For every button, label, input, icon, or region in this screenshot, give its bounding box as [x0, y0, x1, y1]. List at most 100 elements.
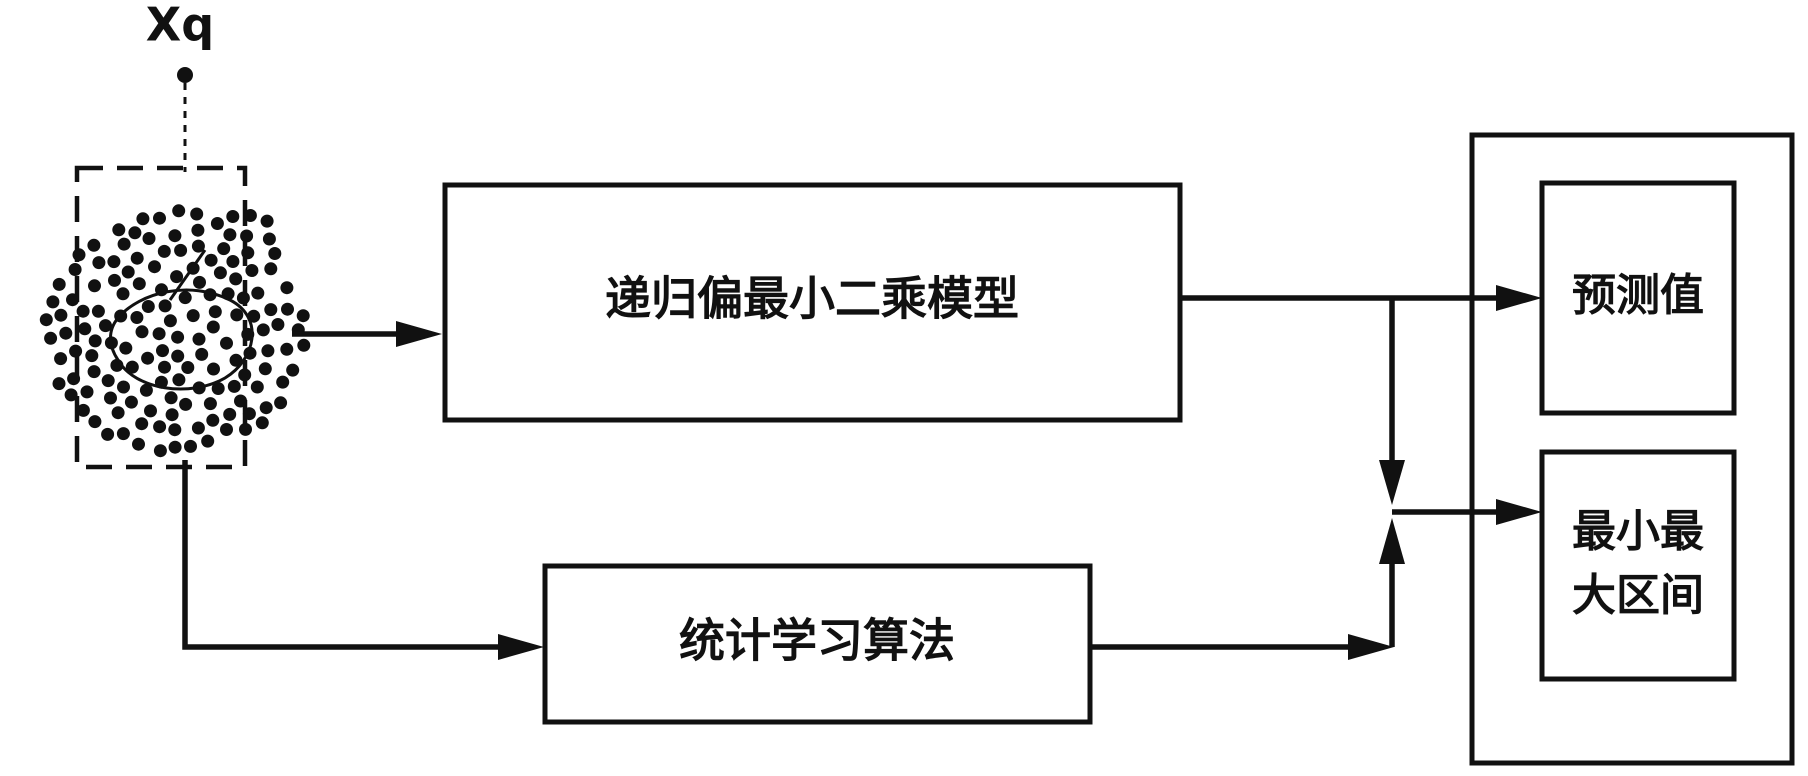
scatter-point	[80, 385, 94, 399]
scatter-point	[245, 264, 259, 277]
scatter-point	[208, 305, 222, 319]
scatter-point	[85, 349, 99, 363]
scatter-point	[258, 362, 272, 376]
scatter-point	[276, 375, 290, 389]
rpls-model-label: 递归偏最小二乘模型	[605, 272, 1019, 326]
scatter-point	[256, 323, 270, 337]
neighborhood-dashed-box	[74, 165, 248, 470]
scatter-point	[201, 434, 215, 448]
scatter-point	[130, 251, 144, 265]
scatter-point	[72, 248, 86, 262]
scatter-point	[117, 237, 131, 251]
scatter-point	[135, 417, 149, 431]
scatter-point	[179, 397, 193, 411]
scatter-point	[67, 372, 81, 386]
stat-branch-up-arrowhead	[1379, 518, 1405, 564]
scatter-point	[76, 403, 90, 417]
scatter-point	[184, 439, 197, 453]
scatter-point	[174, 243, 188, 257]
scatter-point	[223, 407, 237, 421]
scatter-point	[297, 338, 311, 352]
scatter-point	[121, 265, 135, 279]
scatter-point	[99, 319, 112, 333]
scatter-point	[152, 327, 166, 341]
scatter-point	[192, 332, 206, 346]
scatter-point	[59, 326, 73, 340]
scatter-point	[264, 262, 278, 276]
scatter-point	[130, 311, 144, 324]
stat-to-junction-arrowhead	[1348, 634, 1394, 660]
scatter-point	[195, 347, 209, 361]
scatter-point	[144, 404, 157, 418]
scatter-point	[190, 207, 204, 221]
scatter-point	[112, 223, 126, 237]
scatter-point	[271, 318, 285, 331]
scatter-point	[206, 413, 220, 427]
interval-label-line1: 最小最	[1572, 506, 1704, 557]
scatter-point	[226, 255, 240, 268]
scatter-point	[250, 380, 264, 394]
scatter-point	[217, 242, 231, 256]
scatter-point	[274, 396, 288, 410]
scatter-point	[78, 322, 92, 336]
model-branch-down-arrowhead	[1379, 460, 1405, 505]
scatter-point	[181, 361, 195, 374]
scatter-point	[125, 360, 139, 374]
scatter-point	[236, 291, 250, 305]
scatter-point	[230, 308, 244, 322]
scatter-point	[229, 272, 243, 286]
scatter-point	[44, 331, 58, 345]
scatter-point	[255, 416, 269, 430]
stat-learning-box	[542, 563, 1093, 725]
scatter-point	[104, 391, 117, 405]
scatter-point	[153, 211, 166, 225]
scatter-point	[128, 226, 142, 240]
scatter-point	[268, 247, 282, 260]
scatter-point	[296, 309, 310, 323]
cluster-to-stat-line	[182, 460, 500, 650]
scatter-point	[163, 314, 177, 328]
scatter-point	[153, 444, 167, 458]
scatter-point	[168, 423, 182, 437]
scatter-point	[207, 362, 220, 376]
scatter-point	[139, 383, 153, 397]
scatter-point	[101, 374, 115, 388]
scatter-point	[280, 281, 294, 295]
local-region-chord	[168, 249, 207, 301]
scatter-point	[213, 266, 227, 280]
scatter-point	[142, 232, 156, 245]
scatter-point	[220, 423, 233, 436]
scatter-point	[64, 388, 78, 402]
local-region-curve	[109, 288, 254, 391]
interval-box	[1539, 449, 1737, 682]
interval-label-line2: 大区间	[1572, 570, 1704, 621]
predicted-value-box	[1539, 180, 1737, 416]
scatter-point	[141, 351, 155, 365]
model-to-predicted-arrowhead	[1496, 285, 1542, 311]
scatter-point	[286, 363, 300, 377]
scatter-point	[226, 210, 240, 223]
scatter-point	[66, 293, 79, 307]
scatter-point	[132, 277, 146, 291]
scatter-point	[119, 341, 133, 355]
scatter-point	[229, 353, 243, 367]
scatter-point	[238, 368, 252, 382]
scatter-point	[168, 440, 182, 454]
junction-to-interval-arrowhead	[1496, 499, 1542, 525]
scatter-point	[52, 277, 66, 291]
scatter-point	[124, 395, 138, 409]
scatter-point	[203, 397, 217, 411]
scatter-point	[117, 380, 130, 394]
scatter-point	[68, 263, 82, 276]
scatter-point	[223, 228, 237, 242]
scatter-point	[157, 244, 171, 258]
scatter-point	[260, 214, 274, 228]
scatter-point	[52, 377, 66, 391]
scatter-point	[210, 217, 224, 230]
scatter-point	[39, 313, 53, 327]
scatter-point	[191, 421, 205, 435]
scatter-point	[206, 320, 220, 334]
scatter-point	[191, 223, 205, 237]
scatter-point	[158, 299, 172, 313]
scatter-point	[108, 273, 121, 287]
